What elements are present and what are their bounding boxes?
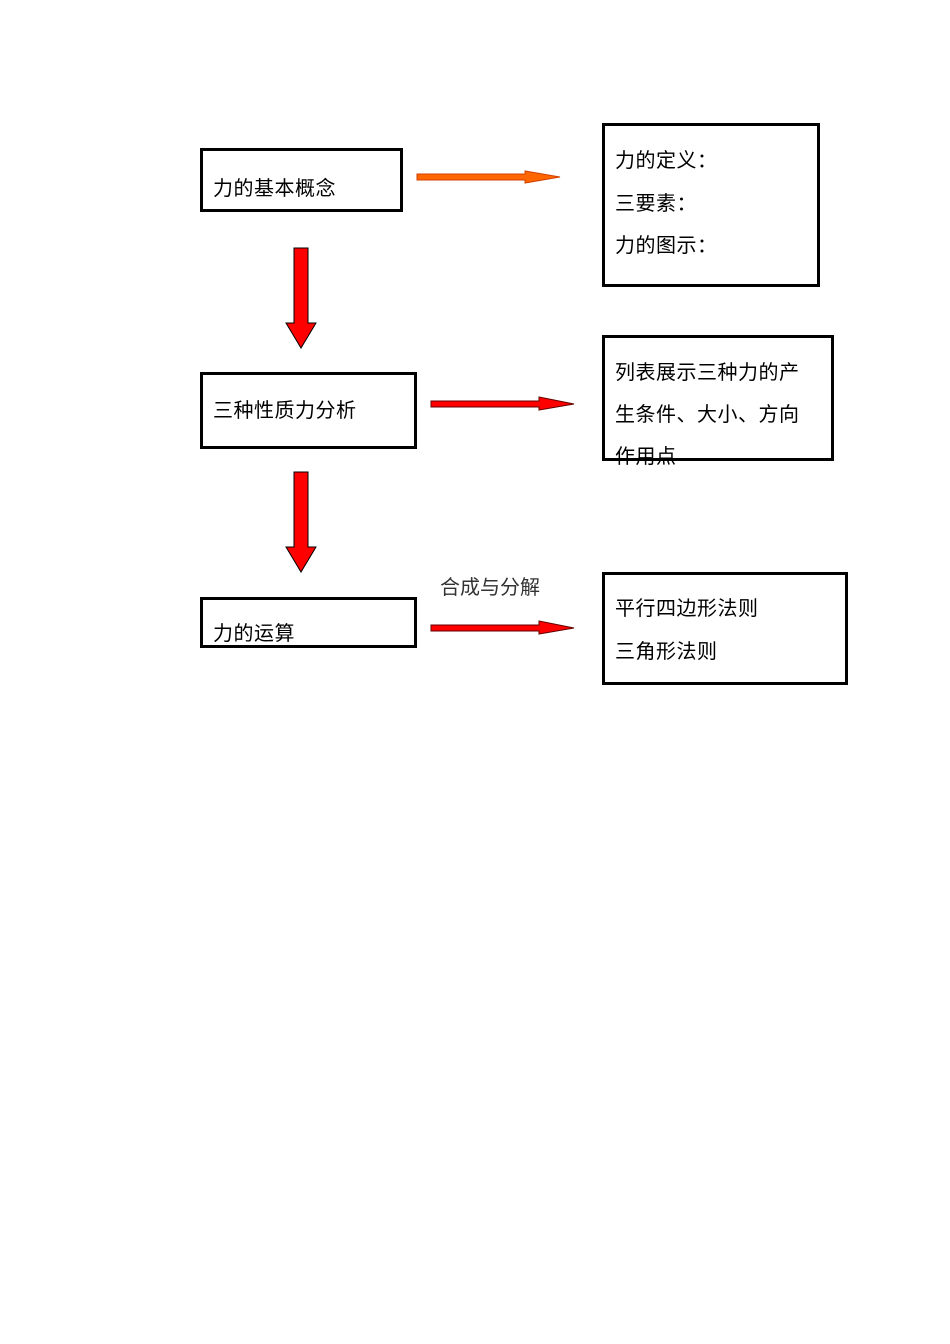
detail-line: 作用点 xyxy=(615,444,677,468)
arrow-right-three-forces xyxy=(430,396,575,411)
node-three-forces-label: 三种性质力分析 xyxy=(213,398,357,422)
node-operations-label: 力的运算 xyxy=(213,621,295,645)
detail-line: 生条件、大小、方向 xyxy=(615,402,800,426)
node-basic-concept-label: 力的基本概念 xyxy=(213,176,336,200)
detail-basic-concept xyxy=(602,123,820,287)
arrow-down-1 xyxy=(285,247,317,349)
edge-label-composition: 合成与分解 xyxy=(440,575,540,599)
detail-line: 三要素： xyxy=(615,191,697,215)
detail-line: 列表展示三种力的产 xyxy=(615,360,800,384)
arrow-right-basic xyxy=(416,170,561,184)
detail-line: 三角形法则 xyxy=(615,639,718,663)
detail-line: 力的定义： xyxy=(615,148,718,172)
node-operations xyxy=(200,597,417,648)
node-basic-concept xyxy=(200,148,403,212)
arrow-down-2 xyxy=(285,471,317,573)
arrow-right-operations xyxy=(430,620,575,635)
detail-operations xyxy=(602,572,848,685)
detail-line: 平行四边形法则 xyxy=(615,596,759,620)
node-three-forces xyxy=(200,372,417,449)
detail-three-forces xyxy=(602,335,834,461)
detail-line: 力的图示： xyxy=(615,233,718,257)
